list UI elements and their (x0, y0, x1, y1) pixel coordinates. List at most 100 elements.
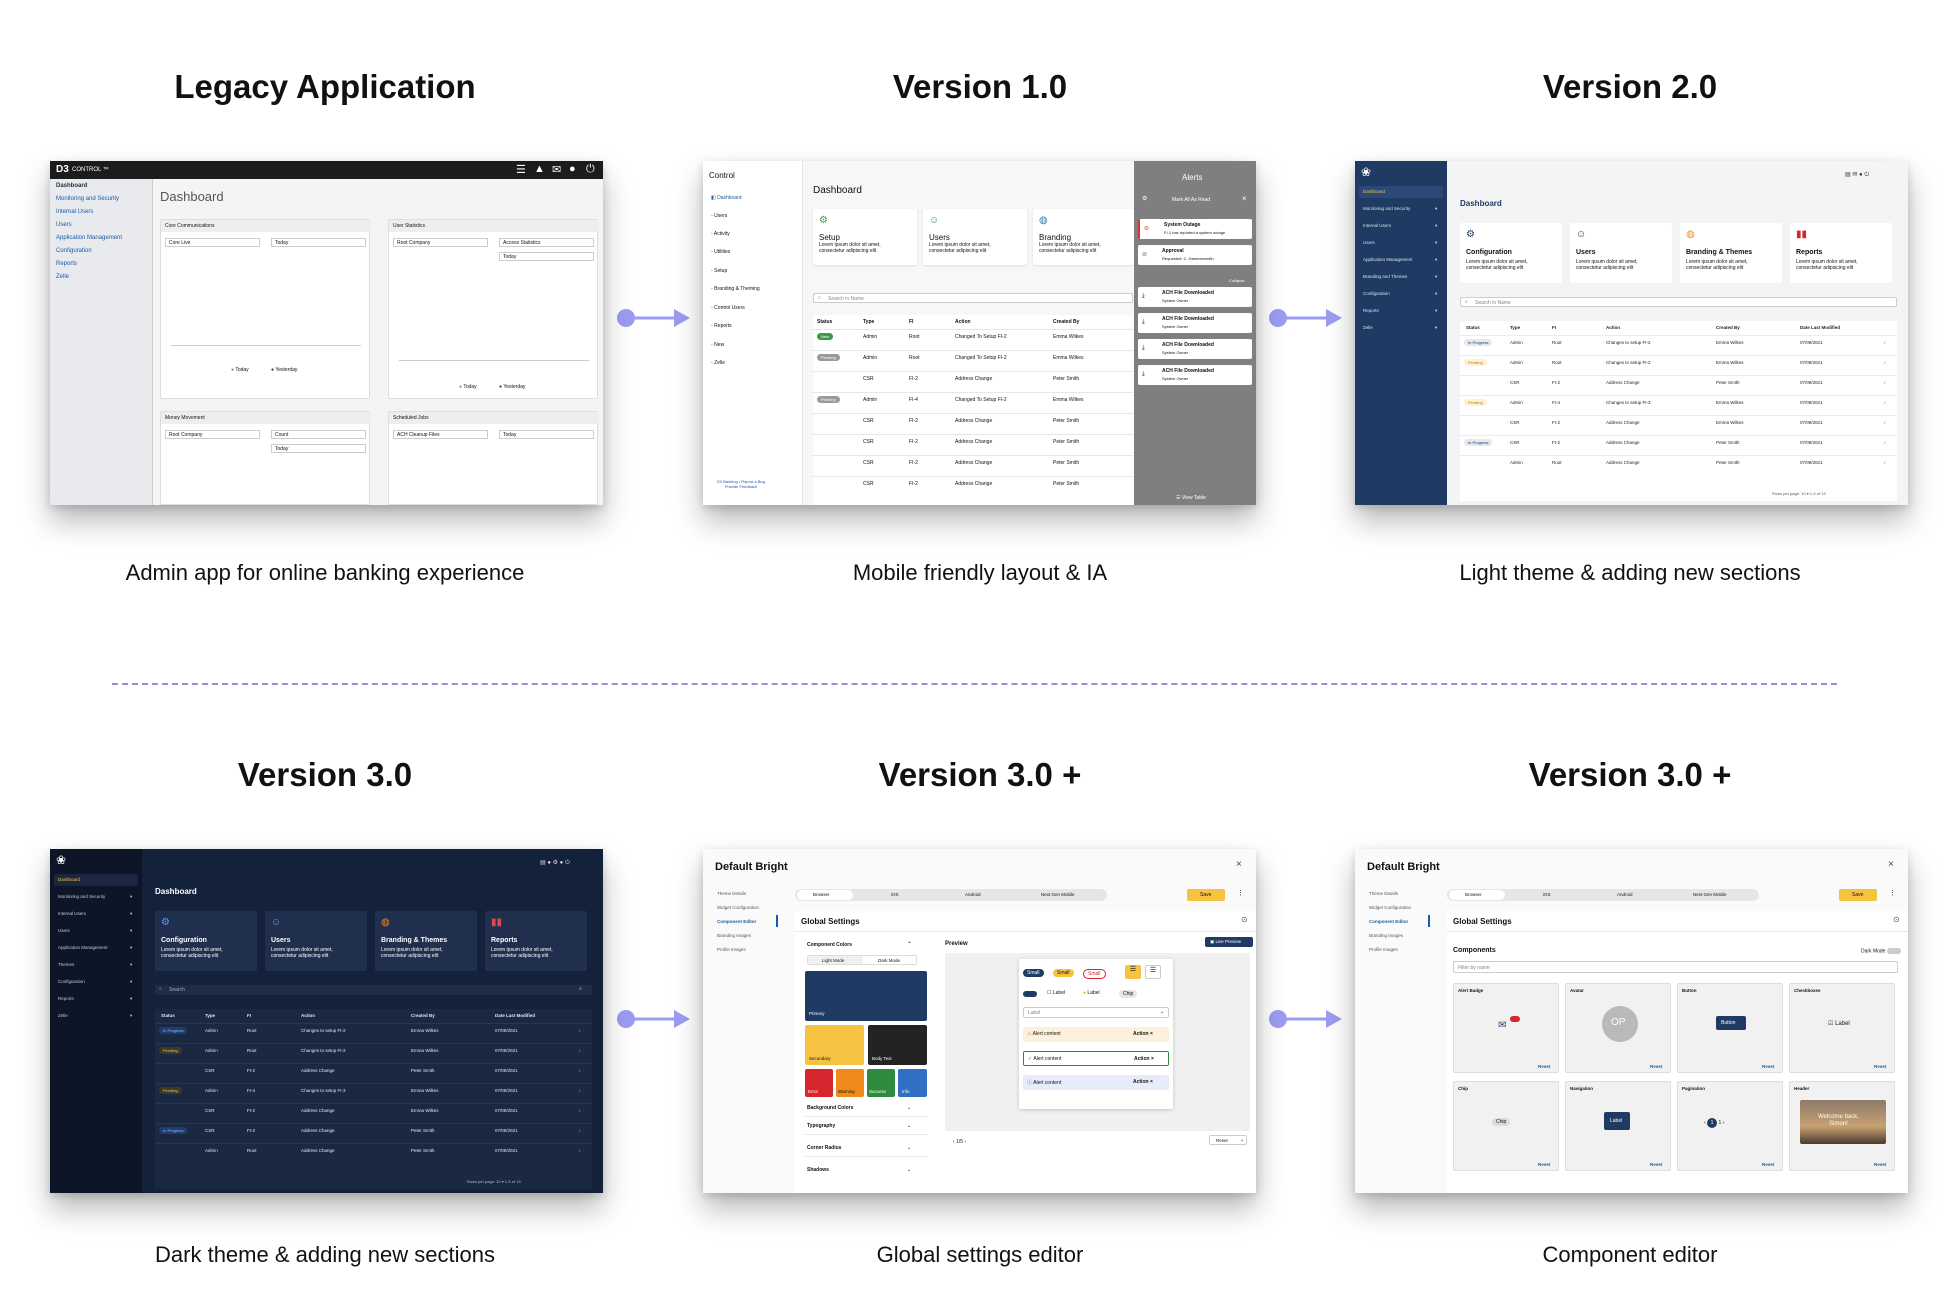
side-component-editor[interactable]: Component Editor (717, 919, 757, 924)
pagination[interactable]: Rows per page: 10 ▾ 1-5 of 13 (1772, 491, 1826, 496)
side-profile-images[interactable]: Profile Images (717, 947, 746, 952)
v2-header-icons[interactable]: ▤ ✉ ● ⏻ (1845, 172, 1870, 178)
select-value[interactable]: Today (275, 446, 289, 452)
close-icon[interactable]: × (1888, 859, 1894, 870)
preview-chip[interactable]: Chip (1119, 990, 1138, 998)
section-background-colors[interactable]: Background Colors (807, 1105, 854, 1111)
v3-header-icons[interactable]: ▤ ● ⚙ ● ⏻ (540, 860, 570, 866)
v1-nav-branding[interactable]: ◦ Branding & Theming (711, 286, 760, 292)
chevron-right-icon[interactable]: › (579, 1068, 581, 1073)
legacy-nav-dashboard[interactable]: Dashboard (56, 183, 88, 189)
file-alert-item[interactable]: ⤓ ACH File Downloaded System Owner (1138, 287, 1252, 307)
select-value[interactable]: Access Statistics (503, 240, 541, 246)
legacy-nav-users[interactable]: Users (56, 222, 72, 228)
save-button[interactable]: Save (1187, 889, 1225, 901)
warning-icon[interactable]: ▲ (534, 163, 545, 175)
select-value[interactable]: Today (503, 254, 517, 260)
select-value[interactable]: Today (275, 240, 289, 246)
v1-nav-zelle[interactable]: ◦ Zelle (711, 360, 726, 366)
legacy-nav-monitoring[interactable]: Monitoring and Security (56, 196, 120, 202)
preview-radio[interactable]: ● Label (1083, 990, 1100, 996)
chevron-down-icon[interactable]: ⌄ (907, 1167, 912, 1173)
side-theme-details[interactable]: Theme Details (717, 891, 747, 896)
legacy-nav-configuration[interactable]: Configuration (56, 248, 92, 254)
legacy-nav-app-management[interactable]: Application Management (56, 235, 123, 241)
v1-nav-reports[interactable]: ◦ Reports (711, 323, 732, 329)
alert-item[interactable]: ⊘ Approval Requested: C. Hammersmith (1138, 245, 1252, 265)
chevron-up-icon[interactable]: ⌃ (907, 942, 913, 948)
v1-nav-new[interactable]: ◦ New (711, 342, 725, 348)
file-alert-item[interactable]: ⤓ ACH File Downloaded System Owner (1138, 313, 1252, 333)
section-corner-radius[interactable]: Corner Radius (807, 1145, 842, 1151)
light-mode-tab[interactable]: Light Mode (822, 958, 845, 963)
chevron-right-icon[interactable]: › (579, 1088, 581, 1093)
filter-input[interactable]: Filter by name (1453, 961, 1898, 973)
chevron-right-icon[interactable]: › (579, 1148, 581, 1153)
dark-mode-tab[interactable]: Dark Mode (878, 958, 901, 963)
close-icon[interactable]: × (1236, 859, 1242, 870)
preview-chip[interactable]: Small (1083, 969, 1106, 979)
chevron-up-icon[interactable]: ⊙ (1241, 915, 1248, 924)
v1-nav-utilities[interactable]: ◦ Utilities (711, 249, 731, 255)
preview-pager[interactable]: ‹ 1/5 › (953, 1139, 967, 1145)
v2-search-input[interactable]: ⌕ Search in Name (1460, 297, 1897, 307)
tab-next-gen-mobile[interactable]: Next Gen Mobile (1693, 892, 1727, 897)
power-icon[interactable]: ⏻ (586, 163, 595, 175)
sidebar-item[interactable] (54, 874, 138, 886)
swatch-info[interactable]: Info (898, 1069, 927, 1097)
tab-browser[interactable]: Browser (1465, 892, 1482, 897)
select-value[interactable]: Count (275, 432, 289, 438)
side-branding-images[interactable]: Branding Images (1369, 933, 1404, 938)
side-profile-images[interactable]: Profile Images (1369, 947, 1398, 952)
align-center-icon[interactable]: ☰ (1145, 965, 1161, 979)
tab-ios[interactable]: iOS (1543, 892, 1551, 897)
chevron-right-icon[interactable]: › (1884, 340, 1886, 345)
sidebar-item[interactable] (1359, 186, 1443, 198)
alert-item[interactable]: ⊘ System Outage FI-1 has reported a syst… (1138, 219, 1252, 239)
live-preview-button[interactable]: ▣ Live Preview (1205, 937, 1253, 947)
select-value[interactable]: Today (503, 432, 517, 438)
chevron-right-icon[interactable]: › (1884, 420, 1886, 425)
chevron-up-icon[interactable]: ⊙ (1893, 915, 1900, 924)
view-table-button[interactable]: ☰ View Table (1176, 495, 1206, 501)
tab-android[interactable]: Android (1617, 892, 1633, 897)
tile-reset-button[interactable]: Reset (1650, 1162, 1663, 1167)
file-alert-item[interactable]: ⤓ ACH File Downloaded System Owner (1138, 339, 1252, 359)
chevron-down-icon[interactable]: ⌄ (907, 1145, 912, 1151)
side-branding-images[interactable]: Branding Images (717, 933, 752, 938)
chevron-right-icon[interactable]: › (1884, 460, 1886, 465)
user-icon[interactable]: ● (569, 163, 576, 175)
section-typography[interactable]: Typography (807, 1123, 836, 1129)
gear-icon[interactable]: ⚙ (1142, 196, 1148, 202)
mark-all-read-button[interactable]: Mark All As Read (1172, 197, 1211, 203)
chevron-down-icon[interactable]: ⌄ (907, 1123, 912, 1129)
tile-reset-button[interactable]: Reset (1650, 1064, 1663, 1069)
dark-mode-toggle[interactable]: Dark Mode (1861, 948, 1901, 954)
swatch-secondary[interactable]: Secondary (805, 1025, 864, 1065)
chevron-right-icon[interactable]: › (1884, 380, 1886, 385)
legacy-nav-zelle[interactable]: Zelle (56, 274, 70, 280)
tab-next-gen-mobile[interactable]: Next Gen Mobile (1041, 892, 1075, 897)
side-widget-config[interactable]: Widget Configuration (1369, 905, 1412, 910)
more-icon[interactable]: ⋮ (1237, 890, 1244, 897)
pagination[interactable]: Rows per page: 10 ▾ 1-5 of 13 (467, 1179, 521, 1184)
tab-android[interactable]: Android (965, 892, 981, 897)
swatch-body-text[interactable]: Body Text (868, 1025, 927, 1065)
collapse-button[interactable]: Collapse (1229, 278, 1245, 283)
preview-input[interactable]: Label⌄ (1023, 1007, 1169, 1018)
preview-chip[interactable]: Small (1053, 969, 1074, 977)
component-tile[interactable]: Alert Badge✉Reset (1453, 983, 1559, 1073)
select-value[interactable]: ACH Cleanup Files (397, 432, 440, 438)
component-tile[interactable]: Pagination‹ 1 1 ›Reset (1677, 1081, 1783, 1171)
